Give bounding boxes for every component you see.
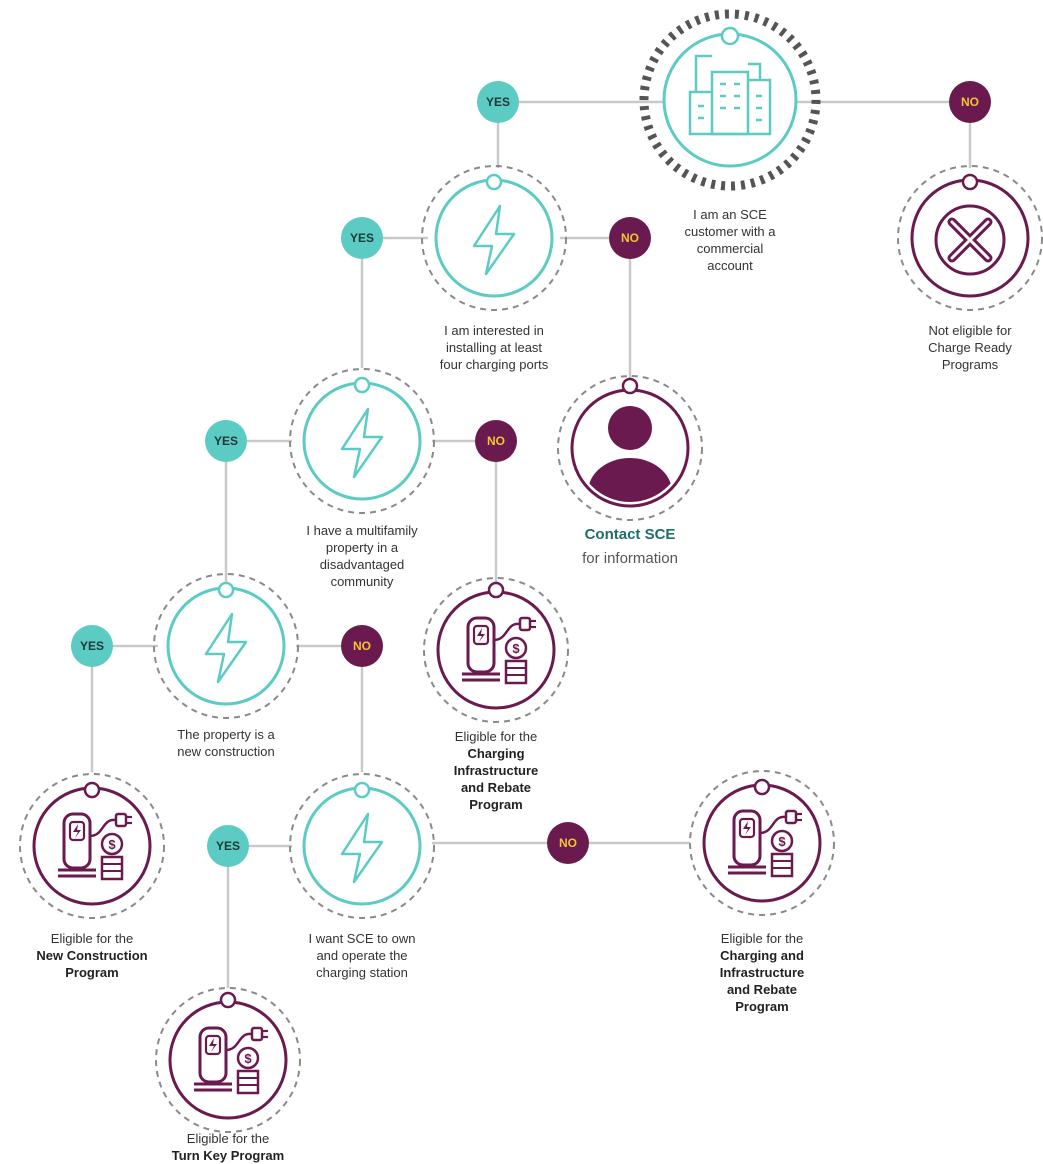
buildings-icon: [688, 54, 772, 136]
no-badge: NO: [609, 217, 651, 259]
node-infra-rebate: [423, 577, 569, 723]
no-badge: NO: [475, 420, 517, 462]
caption-commercial-account: I am an SCE customer with a commercial a…: [660, 206, 800, 274]
caption-own-operate: I want SCE to own and operate the chargi…: [282, 930, 442, 981]
caption-line-bold: Infrastructure: [719, 965, 805, 980]
caption-line: property in a: [325, 540, 399, 555]
caption-line: community: [330, 574, 394, 589]
caption-not-eligible: Not eligible for Charge Ready Programs: [900, 322, 1040, 373]
node-turn-key: [155, 987, 301, 1133]
svg-text:NO: NO: [621, 231, 639, 245]
svg-text:YES: YES: [214, 434, 238, 448]
contact-sce-title[interactable]: Contact SCE: [584, 526, 676, 543]
caption-line-bold: and Rebate: [726, 982, 798, 997]
svg-text:NO: NO: [353, 639, 371, 653]
caption-line-bold: Program: [65, 965, 119, 980]
caption-four-ports: I am interested in installing at least f…: [414, 322, 574, 373]
caption-line: disadvantaged: [319, 557, 405, 572]
caption-line: commercial: [696, 241, 764, 256]
caption-line: Charge Ready: [928, 340, 1012, 355]
caption-new-construction-question: The property is a new construction: [146, 726, 306, 760]
caption-line: new construction: [177, 744, 275, 759]
caption-multifamily: I have a multifamily property in a disad…: [282, 522, 442, 590]
yes-badge: YES: [207, 825, 249, 867]
svg-text:YES: YES: [216, 839, 240, 853]
caption-line-bold: Program: [469, 797, 523, 812]
caption-line: four charging ports: [439, 357, 549, 372]
caption-line-bold: Infrastructure: [453, 763, 539, 778]
caption-line-bold: and Rebate: [460, 780, 532, 795]
no-badge: NO: [341, 625, 383, 667]
x-icon: [934, 204, 1006, 276]
caption-line: and operate the: [316, 948, 408, 963]
caption-line-bold: Charging: [467, 746, 525, 761]
caption-line: Eligible for the: [186, 1131, 270, 1146]
caption-line: Programs: [941, 357, 999, 372]
caption-line: Eligible for the: [454, 729, 538, 744]
yes-badge: YES: [205, 420, 247, 462]
node-own-operate: [289, 773, 435, 919]
caption-line: installing at least: [445, 340, 543, 355]
yes-badge: YES: [341, 217, 383, 259]
yes-badge: YES: [71, 625, 113, 667]
node-new-construction-program: [19, 773, 165, 919]
node-contact-sce: [557, 375, 703, 521]
caption-line: Not eligible for: [928, 323, 1012, 338]
caption-line-bold: Charging and: [720, 948, 804, 963]
caption-line: Eligible for the: [50, 931, 134, 946]
yes-badge: YES: [477, 81, 519, 123]
node-new-construction-question: [153, 573, 299, 719]
caption-line: I have a multifamily: [306, 523, 418, 538]
person-icon: [588, 406, 672, 502]
node-not-eligible: [897, 165, 1043, 311]
caption-line: The property is a: [177, 727, 275, 742]
node-commercial-account: [639, 9, 821, 191]
caption-turn-key: Eligible for the Turn Key Program: [148, 1130, 308, 1164]
no-badge: NO: [949, 81, 991, 123]
no-badge: NO: [547, 822, 589, 864]
svg-text:NO: NO: [559, 836, 577, 850]
caption-line: customer with a: [684, 224, 776, 239]
caption-line: I want SCE to own: [308, 931, 416, 946]
caption-line: charging station: [316, 965, 408, 980]
svg-text:NO: NO: [487, 434, 505, 448]
contact-sce-subtitle: for information: [582, 550, 678, 567]
caption-line-bold: New Construction: [36, 948, 148, 963]
caption-line-bold: Turn Key Program: [171, 1148, 285, 1163]
svg-text:YES: YES: [486, 95, 510, 109]
caption-line: I am an SCE: [693, 207, 767, 222]
node-charging-infra-rebate: [689, 770, 835, 916]
caption-new-construction-program: Eligible for the New Construction Progra…: [12, 930, 172, 981]
svg-text:NO: NO: [961, 95, 979, 109]
svg-text:YES: YES: [80, 639, 104, 653]
node-four-ports: [421, 165, 567, 311]
node-multifamily: [289, 368, 435, 514]
caption-line: account: [707, 258, 753, 273]
caption-infra-rebate: Eligible for the Charging Infrastructure…: [426, 728, 566, 813]
caption-line: I am interested in: [444, 323, 544, 338]
caption-line-bold: Program: [735, 999, 789, 1014]
caption-line: Eligible for the: [720, 931, 804, 946]
caption-charging-infra-rebate: Eligible for the Charging and Infrastruc…: [686, 930, 838, 1015]
svg-text:YES: YES: [350, 231, 374, 245]
